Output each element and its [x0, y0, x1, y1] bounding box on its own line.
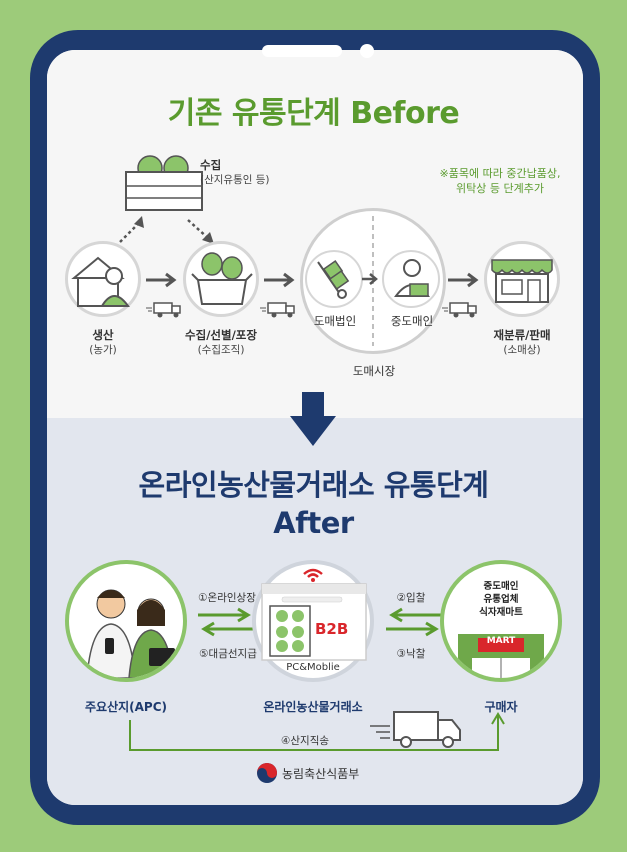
buyer-types: 중도매인 유통업체 식자재마트 — [464, 580, 538, 619]
taegeuk-logo-icon — [257, 763, 277, 783]
arrow-right-icon — [146, 272, 177, 288]
produce-sub: (농가) — [89, 344, 117, 356]
origin-circle — [65, 560, 187, 682]
advance-pay-label: ⑤대금선지급 — [199, 648, 257, 660]
exchange-arrows-icon — [386, 607, 442, 637]
buyer-type-1: 중도매인 — [483, 581, 519, 592]
after-title-line1: 온라인농산물거래소 유통단계 — [138, 468, 489, 502]
exchange-arrows-icon — [198, 607, 254, 637]
collect-title: 수집 — [200, 158, 222, 172]
wifi-icon — [303, 568, 323, 582]
sort-sub: (수집조직) — [197, 344, 245, 356]
arrow-right-icon — [264, 272, 295, 288]
collect-crate-icon — [125, 155, 203, 211]
collect-label: 수집 (산지유통인 등) — [200, 158, 290, 188]
retail-sub: (소매상) — [503, 344, 541, 356]
b2b-text: B2B — [315, 620, 349, 638]
hand-truck-icon — [317, 260, 350, 299]
produce-label: 생산 (농가) — [55, 328, 151, 358]
before-section — [47, 50, 583, 418]
ministry-name: 농림축산식품부 — [282, 767, 360, 781]
online-listing-label: ①온라인상장 — [198, 592, 256, 604]
sort-label: 수집/선별/포장 (수집조직) — [170, 328, 272, 358]
retail-title: 재분류/판매 — [493, 328, 551, 342]
buyer-type-3: 식자재마트 — [479, 607, 523, 618]
buyer-type-2: 유통업체 — [483, 594, 519, 605]
produce-title: 생산 — [92, 328, 114, 342]
retail-label: 재분류/판매 (소매상) — [470, 328, 574, 358]
wholesale-corp-label: 도매법인 — [313, 314, 357, 328]
note-line-1: ※품목에 따라 중간납품상, — [439, 167, 561, 180]
delivery-truck-icon — [370, 711, 461, 748]
mart-building-icon — [458, 634, 544, 678]
browser-window-icon — [261, 583, 367, 661]
exchange-label: 온라인농산물거래소 — [263, 700, 363, 714]
broker-icon — [394, 259, 430, 297]
farmers-icon — [86, 589, 175, 678]
buyer-label: 구매자 — [484, 700, 518, 714]
market-label: 도매시장 — [352, 364, 396, 378]
store-icon — [491, 259, 553, 303]
farmer-icon — [71, 256, 130, 307]
broker-label: 중도매인 — [390, 314, 434, 328]
before-note: ※품목에 따라 중간납품상, 위탁상 등 단계추가 — [420, 166, 580, 196]
produce-box-icon — [191, 252, 253, 305]
phone-speaker — [262, 45, 342, 57]
award-label: ③낙찰 — [396, 648, 426, 660]
arrow-right-icon — [362, 273, 378, 285]
collect-sub: (산지유통인 등) — [200, 174, 270, 186]
arrow-right-icon — [448, 272, 479, 288]
pc-mobile-text: PC&Moblie — [286, 662, 340, 673]
truck-icon — [442, 302, 477, 318]
down-arrow-icon — [290, 392, 336, 446]
truck-icon — [260, 302, 295, 318]
buyer-circle: 중도매인 유통업체 식자재마트 MART — [440, 560, 562, 682]
bid-label: ②입찰 — [396, 592, 426, 604]
origin-label: 주요산지(APC) — [84, 700, 168, 714]
direct-ship-label: ④산지직송 — [270, 733, 340, 748]
mart-sign: MART — [486, 636, 516, 646]
note-line-2: 위탁상 등 단계추가 — [456, 182, 544, 195]
direct-ship-line — [129, 712, 505, 751]
sort-title: 수집/선별/포장 — [185, 328, 257, 342]
phone-camera — [360, 44, 374, 58]
before-title: 기존 유통단계 Before — [167, 96, 460, 131]
after-title-line2: After — [273, 506, 354, 540]
truck-icon — [146, 302, 181, 318]
dashed-arrows — [119, 216, 214, 244]
